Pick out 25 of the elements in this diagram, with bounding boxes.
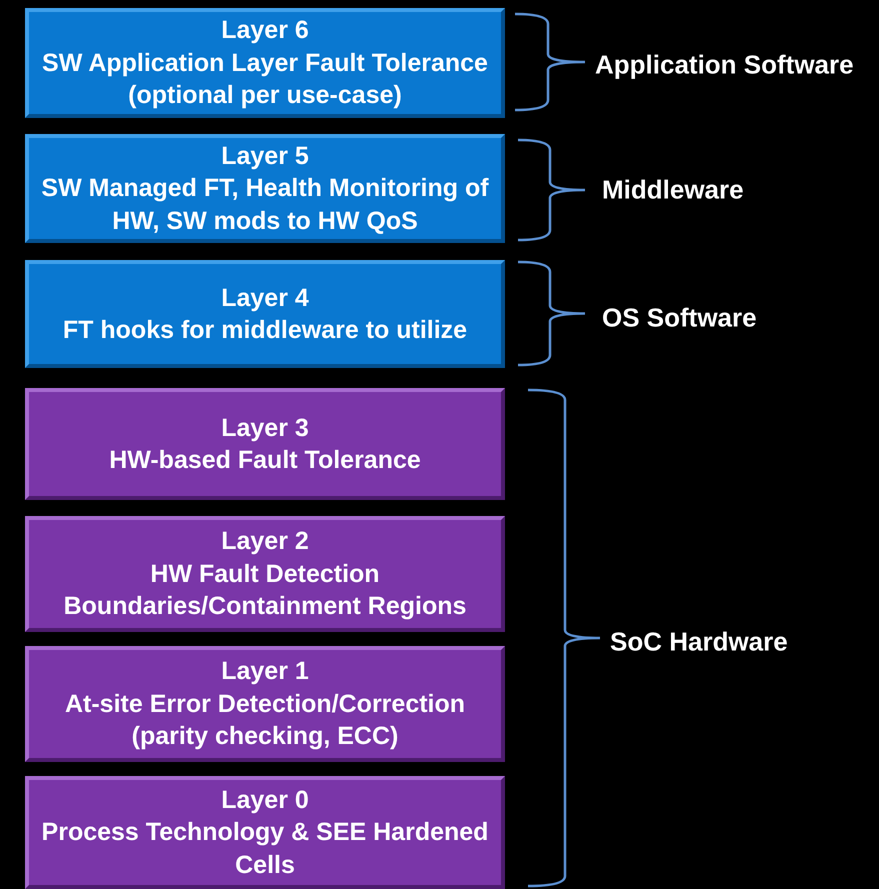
layer-description: HW Fault Detection Boundaries/Containment Regions xyxy=(62,558,468,622)
bracket-label: SoC Hardware xyxy=(610,626,788,658)
layer-description: SW Application Layer Fault Tolerance (optional per use-case) xyxy=(41,48,489,112)
layer-box xyxy=(25,388,505,500)
layer-description: Process Technology & SEE Hardened Cells xyxy=(41,817,489,881)
layer-box xyxy=(25,646,505,762)
layer-heading: Layer 3 xyxy=(221,412,309,444)
bracket-label: Application Software xyxy=(595,50,854,80)
layer-description: SW Managed FT, Health Monitoring of HW, SW mods to HW QoS xyxy=(41,173,489,237)
layer-description: HW-based Fault Tolerance xyxy=(109,445,421,476)
layer-box xyxy=(25,134,505,243)
layer-heading: Layer 4 xyxy=(221,282,309,314)
layer-box xyxy=(25,776,505,889)
layer-heading: Layer 2 xyxy=(221,526,309,558)
layer-box xyxy=(25,8,505,118)
layer-heading: Layer 6 xyxy=(221,15,309,46)
layer-box xyxy=(25,260,505,368)
layer-box xyxy=(25,516,505,632)
layer-heading: Layer 5 xyxy=(221,140,309,172)
layer-heading: Layer 0 xyxy=(221,784,309,816)
layer-heading: Layer 1 xyxy=(221,656,309,688)
layer-description: At-site Error Detection/Correction (parity checking, ECC) xyxy=(64,688,466,752)
layer-description: FT hooks for middleware to utilize xyxy=(62,315,468,346)
bracket-label: Middleware xyxy=(602,174,744,206)
bracket-label: OS Software xyxy=(602,302,757,334)
